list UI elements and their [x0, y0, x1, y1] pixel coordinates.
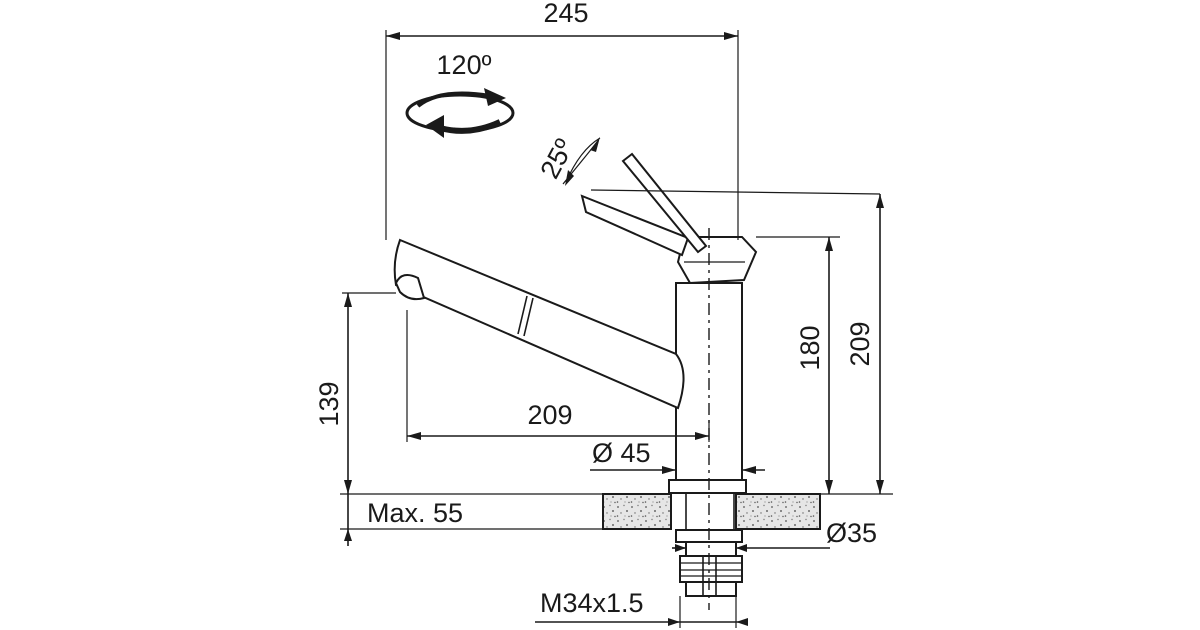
label-spout-reach: 209 [527, 400, 572, 430]
dimension-overall-width: 245 [385, 0, 739, 240]
dimension-thread: M34x1.5 [535, 588, 748, 628]
worktop [602, 493, 821, 530]
dimension-lever-angle: 25º [534, 134, 881, 195]
spout [393, 238, 685, 410]
label-worktop-max: Max. 55 [367, 498, 463, 528]
dimension-hole-diameter: Ø35 [672, 518, 877, 552]
dimension-lever-top-height: 209 [820, 194, 893, 495]
label-base-diameter: Ø 45 [592, 438, 651, 468]
dimension-worktop-max: Max. 55 [340, 493, 603, 546]
label-body-height: 180 [795, 325, 825, 370]
label-hole-diameter: Ø35 [826, 518, 877, 548]
label-lever-top-height: 209 [845, 321, 875, 366]
label-swivel-angle: 120º [437, 50, 492, 80]
rotation-arrow-icon: 120º [405, 50, 515, 138]
label-spout-outlet-height: 139 [314, 381, 344, 426]
dimension-body-height: 180 [756, 236, 840, 494]
dimension-base-diameter: Ø 45 [590, 438, 765, 474]
faucet-body [668, 236, 758, 597]
label-overall-width: 245 [543, 0, 588, 28]
lever [580, 152, 708, 257]
label-thread: M34x1.5 [540, 588, 644, 618]
dimension-spout-reach: 209 [406, 310, 710, 442]
dimension-spout-outlet-height: 139 [314, 292, 396, 494]
